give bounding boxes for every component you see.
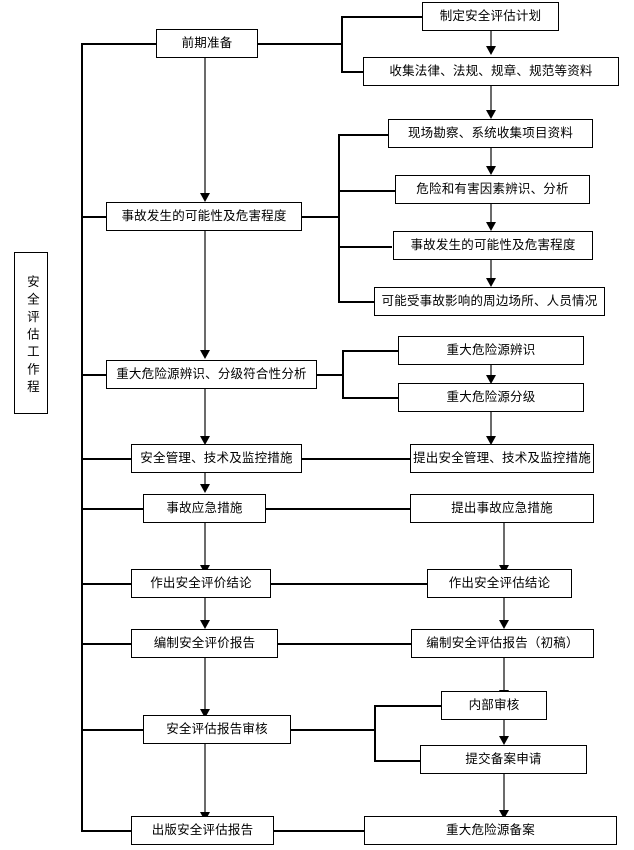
arrow-review-to-publish <box>204 744 206 814</box>
arrowhead-internal-review-to-submit <box>499 736 509 745</box>
connector-publish-to-record-major <box>274 830 364 832</box>
bracket1-vertical <box>341 16 343 72</box>
arrowhead-hazard-to-likelihood-r <box>486 222 496 231</box>
trunk-stub-measures <box>81 458 131 460</box>
trunk-stub-publish <box>81 830 131 832</box>
arrowhead-survey-to-hazard <box>486 166 496 175</box>
connector-report-l-to-r <box>278 643 411 645</box>
arrow-conclusion-to-report <box>204 598 206 622</box>
node-likelihood-left[interactable]: 事故发生的可能性及危害程度 <box>106 202 302 231</box>
arrow-collect-to-survey <box>490 86 492 111</box>
arrowhead-major-grade-to-measures-r <box>486 436 496 445</box>
arrow-internal-review-to-submit <box>503 720 505 738</box>
node-survey[interactable]: 现场勘察、系统收集项目资料 <box>388 119 593 148</box>
arrow-hazard-to-likelihood-r <box>490 204 492 223</box>
bracket4-vertical <box>374 705 376 761</box>
title-box: 安全评估工作程 <box>14 252 48 414</box>
trunk-stub-major-analysis <box>81 374 106 376</box>
node-review-left[interactable]: 安全评估报告审核 <box>143 715 291 744</box>
arrowhead-likelihood-r-to-surroundings <box>486 278 496 287</box>
arrow-emergency-r-to-conclusion-r <box>503 523 505 567</box>
arrowhead-major-analysis-to-measures <box>200 436 210 445</box>
arrow-likelihood-to-major-analysis <box>204 231 206 351</box>
bracket3-vertical <box>342 350 344 398</box>
arrow-report-r-to-internal-review <box>503 658 505 692</box>
node-major-id[interactable]: 重大危险源辨识 <box>398 336 584 365</box>
node-plan[interactable]: 制定安全评估计划 <box>422 2 559 31</box>
connector-measures-l-to-r <box>302 458 410 460</box>
arrowhead-likelihood-to-major-analysis <box>200 350 210 359</box>
arrow-submit-to-record-major <box>503 774 505 812</box>
arrow-conclusion-r-to-report-r <box>503 598 505 622</box>
arrow-prep-to-likelihood <box>204 58 206 194</box>
bracket2-stub-surroundings <box>338 301 374 303</box>
node-emergency-left[interactable]: 事故应急措施 <box>143 494 266 523</box>
trunk-stub-prep <box>81 43 156 45</box>
bracket2-stub-likelihood-r <box>338 246 392 248</box>
trunk-stub-conclusion <box>81 583 136 585</box>
arrow-measures-to-emergency <box>204 473 206 486</box>
connector-prep-to-bracket1 <box>258 43 342 45</box>
trunk-stub-emergency <box>81 508 143 510</box>
connector-likelihood-to-bracket2 <box>302 216 340 218</box>
connector-review-to-bracket4 <box>291 729 375 731</box>
node-report-right[interactable]: 编制安全评估报告（初稿） <box>411 629 594 658</box>
trunk-stub-review <box>81 729 143 731</box>
arrow-survey-to-hazard <box>490 148 492 167</box>
arrowhead-measures-to-emergency <box>200 484 210 493</box>
node-publish-left[interactable]: 出版安全评估报告 <box>131 816 274 845</box>
arrowhead-report-to-review <box>200 709 210 718</box>
node-hazard-id[interactable]: 危险和有害因素辨识、分析 <box>395 175 590 204</box>
trunk-stub-likelihood <box>81 216 106 218</box>
arrowhead-prep-to-likelihood <box>200 193 210 202</box>
node-conclusion-left[interactable]: 作出安全评价结论 <box>131 569 271 598</box>
connector-conclusion-l-to-r <box>271 583 427 585</box>
node-submit-record[interactable]: 提交备案申请 <box>420 745 587 774</box>
arrow-major-analysis-to-measures <box>204 389 206 438</box>
trunk-stub-report <box>81 643 131 645</box>
bracket1-stub-collect <box>341 71 365 73</box>
arrow-report-to-review <box>204 658 206 711</box>
left-trunk-vertical <box>81 43 83 831</box>
node-report-left[interactable]: 编制安全评价报告 <box>131 629 278 658</box>
node-prep[interactable]: 前期准备 <box>156 29 258 58</box>
arrowhead-plan-to-collect <box>486 46 496 55</box>
node-likelihood-right[interactable]: 事故发生的可能性及危害程度 <box>393 231 593 260</box>
bracket1-stub-plan <box>341 16 423 18</box>
bracket4-stub-internal-review <box>374 705 442 707</box>
bracket3-stub-major-grade <box>342 397 400 399</box>
arrow-major-grade-to-measures-r <box>490 412 492 438</box>
node-record-major[interactable]: 重大危险源备案 <box>364 816 617 845</box>
node-measures-left[interactable]: 安全管理、技术及监控措施 <box>131 444 302 473</box>
node-major-analysis[interactable]: 重大危险源辨识、分级符合性分析 <box>106 360 317 389</box>
arrowhead-conclusion-r-to-report-r <box>499 620 509 629</box>
bracket2-stub-survey <box>338 134 388 136</box>
bracket2-vertical <box>338 134 340 302</box>
connector-major-to-bracket3 <box>317 374 344 376</box>
node-collect-law[interactable]: 收集法律、法规、规章、规范等资料 <box>363 57 619 86</box>
bracket4-stub-submit-record <box>374 760 421 762</box>
node-surroundings[interactable]: 可能受事故影响的周边场所、人员情况 <box>374 287 605 316</box>
node-major-grade[interactable]: 重大危险源分级 <box>398 383 584 412</box>
node-conclusion-right[interactable]: 作出安全评估结论 <box>427 569 572 598</box>
arrowhead-major-id-to-grade <box>486 375 496 384</box>
arrow-emergency-to-conclusion <box>204 523 206 567</box>
arrow-major-id-to-grade <box>490 365 492 377</box>
node-measures-right[interactable]: 提出安全管理、技术及监控措施 <box>410 444 594 473</box>
node-emergency-right[interactable]: 提出事故应急措施 <box>410 494 594 523</box>
connector-emergency-l-to-r <box>266 508 410 510</box>
bracket3-stub-major-id <box>342 350 400 352</box>
arrowhead-collect-to-survey <box>486 110 496 119</box>
arrow-plan-to-collect <box>490 31 492 48</box>
node-internal-review[interactable]: 内部审核 <box>441 691 547 720</box>
bracket2-stub-hazard <box>338 190 396 192</box>
arrow-likelihood-r-to-surroundings <box>490 260 492 279</box>
arrowhead-conclusion-to-report <box>200 620 210 629</box>
arrowhead-submit-to-record-major <box>499 810 509 819</box>
